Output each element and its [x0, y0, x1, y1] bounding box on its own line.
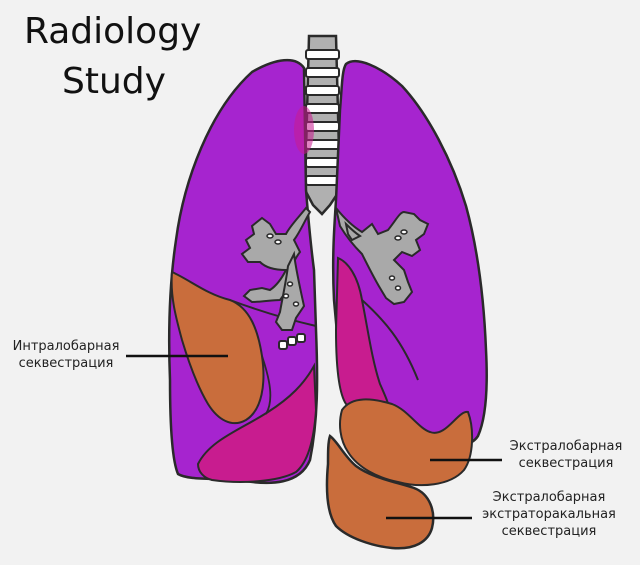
- label-intralobar-line1: Интралобарная: [12, 339, 120, 354]
- right-lung: [168, 59, 319, 485]
- label-extrathoracic-line3: секвестрация: [501, 524, 597, 539]
- extralobar-sequestration: [339, 398, 474, 487]
- label-extrathoracic: Экстралобарная экстраторакальная секвест…: [470, 489, 628, 540]
- label-extralobar-line1: Экстралобарная: [509, 439, 623, 454]
- right-bronchus: [240, 206, 312, 331]
- label-intralobar-line2: секвестрация: [18, 356, 114, 371]
- bronchial-fragments: [278, 333, 306, 350]
- extrathoracic-sequestration: [325, 433, 435, 550]
- label-extrathoracic-line1: Экстралобарная: [492, 490, 606, 505]
- right-lower-vessel: [196, 362, 318, 483]
- label-intralobar: Интралобарная секвестрация: [6, 338, 126, 372]
- label-extrathoracic-line2: экстраторакальная: [482, 507, 616, 522]
- left-bronchus: [335, 207, 430, 306]
- title-line-2: Study: [62, 61, 166, 102]
- label-extralobar: Экстралобарная секвестрация: [500, 438, 632, 472]
- intralobar-sequestration: [170, 270, 265, 425]
- title-line-1: Radiology: [24, 11, 202, 52]
- left-lung: [331, 59, 488, 487]
- leader-lines: [126, 354, 502, 520]
- label-extralobar-line2: секвестрация: [518, 456, 614, 471]
